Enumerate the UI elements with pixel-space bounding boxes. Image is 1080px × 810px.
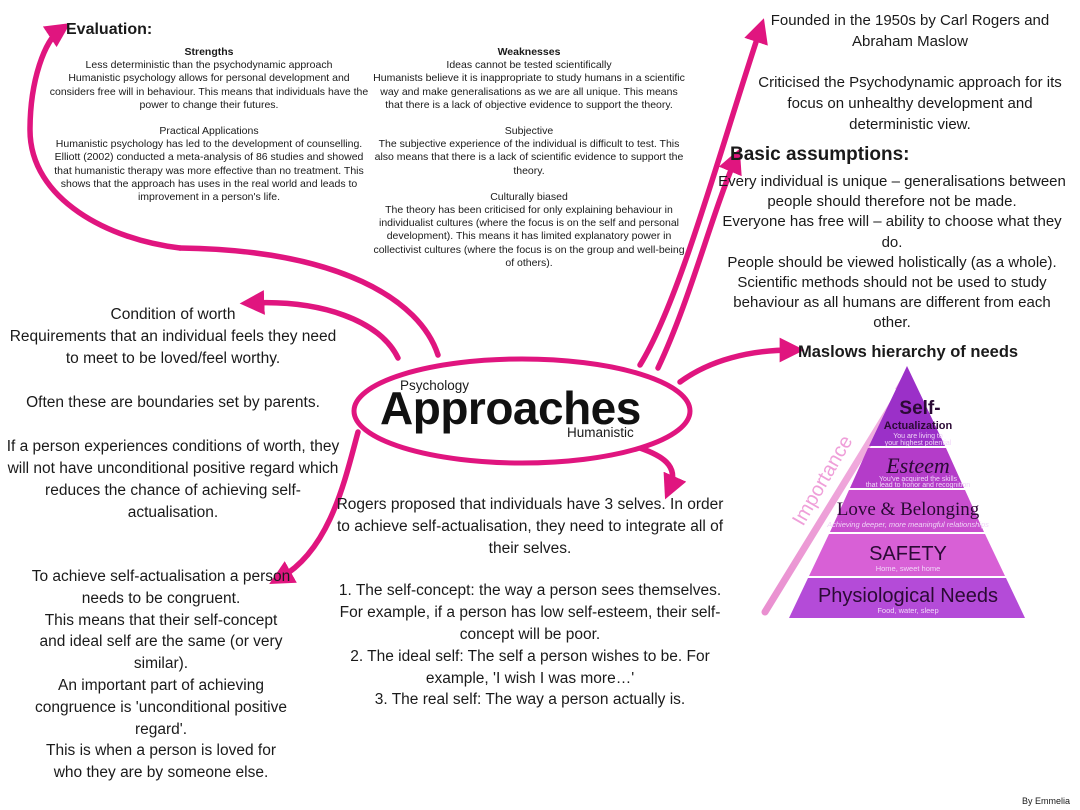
connector-selves: [637, 445, 687, 500]
condition-effect: If a person experiences conditions of wo…: [6, 438, 340, 521]
weaknesses-block: Weaknesses Ideas cannot be tested scient…: [373, 46, 685, 270]
level-esteem-desc2: that lead to honor and recognition: [866, 482, 970, 489]
level-self-desc2: your highest potential: [885, 440, 952, 447]
level-safety-name: SAFETY: [869, 543, 947, 565]
central-subtitle: Humanistic: [567, 425, 634, 440]
weaknesses-text: Ideas cannot be tested scientifically Hu…: [373, 59, 685, 111]
strengths-heading: Strengths: [184, 46, 234, 58]
level-physiological-desc: Food, water, sleep: [877, 606, 938, 615]
assumptions-text: Every individual is unique – generalisat…: [718, 173, 1066, 332]
connector-condition: [239, 290, 401, 361]
history-block: Founded in the 1950s by Carl Rogers and …: [752, 10, 1068, 135]
strengths-block: Strengths Less deterministic than the ps…: [48, 46, 370, 204]
evaluation-title: Evaluation:: [66, 21, 153, 38]
selves-item2: 2. The ideal self: The self a person wis…: [350, 647, 710, 687]
assumptions-title: Basic assumptions:: [730, 144, 910, 165]
strengths-text: Less deterministic than the psychodynami…: [49, 59, 369, 111]
level-safety: [809, 534, 1005, 576]
condition-definition: Requirements that an individual feels th…: [9, 328, 337, 367]
selves-item3: 3. The real self: The way a person actua…: [374, 691, 686, 709]
subjective-text: The subjective experience of the individ…: [374, 138, 684, 177]
founded-text: Founded in the 1950s by Carl Rogers and …: [770, 12, 1050, 50]
level-esteem-desc: You've acquired the skills: [879, 476, 958, 483]
condition-block: Condition of worth Requirements that an …: [2, 304, 344, 524]
maslow-pyramid: Importance Self- Actualization You are l…: [761, 366, 1025, 618]
level-love-name: Love & Belonging: [837, 499, 980, 520]
weaknesses-heading: Weaknesses: [497, 46, 561, 58]
practical-heading: Practical Applications: [159, 125, 259, 138]
central-ellipse: [351, 356, 693, 466]
level-esteem: [850, 448, 964, 488]
criticised-text: Criticised the Psychodynamic approach fo…: [758, 74, 1062, 133]
credit: By Emmelia: [1021, 796, 1070, 806]
level-physiological: [789, 578, 1025, 618]
selves-item1: 1. The self-concept: the way a person se…: [338, 582, 722, 643]
subjective-heading: Subjective: [504, 125, 554, 138]
congruence-text: To achieve self-actualisation a person n…: [31, 568, 291, 782]
connector-assumptions: [655, 148, 742, 371]
level-self-actualization: [869, 366, 945, 446]
level-self-name: Self-: [899, 398, 940, 419]
connector-evaluation-main: [177, 245, 441, 358]
central-subject: Psychology: [400, 378, 470, 393]
selves-intro: Rogers proposed that individuals have 3 …: [336, 496, 724, 557]
connector-maslow: [677, 337, 805, 385]
level-love-desc: Achieving deeper, more meaningful relati…: [826, 520, 989, 529]
connector-founded: [637, 18, 768, 368]
connector-evaluation: [27, 23, 183, 251]
level-self-desc: You are living to: [893, 433, 943, 440]
cultural-text: The theory has been criticised for only …: [373, 204, 685, 269]
level-safety-desc: Home, sweet home: [876, 564, 941, 573]
condition-title: Condition of worth: [110, 306, 236, 323]
practical-text: Humanistic psychology has led to the dev…: [54, 138, 364, 204]
level-love-belonging: [830, 490, 984, 532]
level-self-name2: Actualization: [884, 420, 953, 432]
central-title: Approaches: [380, 382, 641, 434]
selves-block: Rogers proposed that individuals have 3 …: [334, 494, 726, 711]
level-esteem-name: Esteem: [885, 453, 950, 478]
cultural-heading: Culturally biased: [490, 190, 568, 203]
condition-parents: Often these are boundaries set by parent…: [26, 394, 320, 411]
maslow-title: Maslows hierarchy of needs: [798, 343, 1019, 361]
connector-congruence: [269, 429, 361, 585]
level-physiological-name: Physiological Needs: [818, 585, 998, 607]
